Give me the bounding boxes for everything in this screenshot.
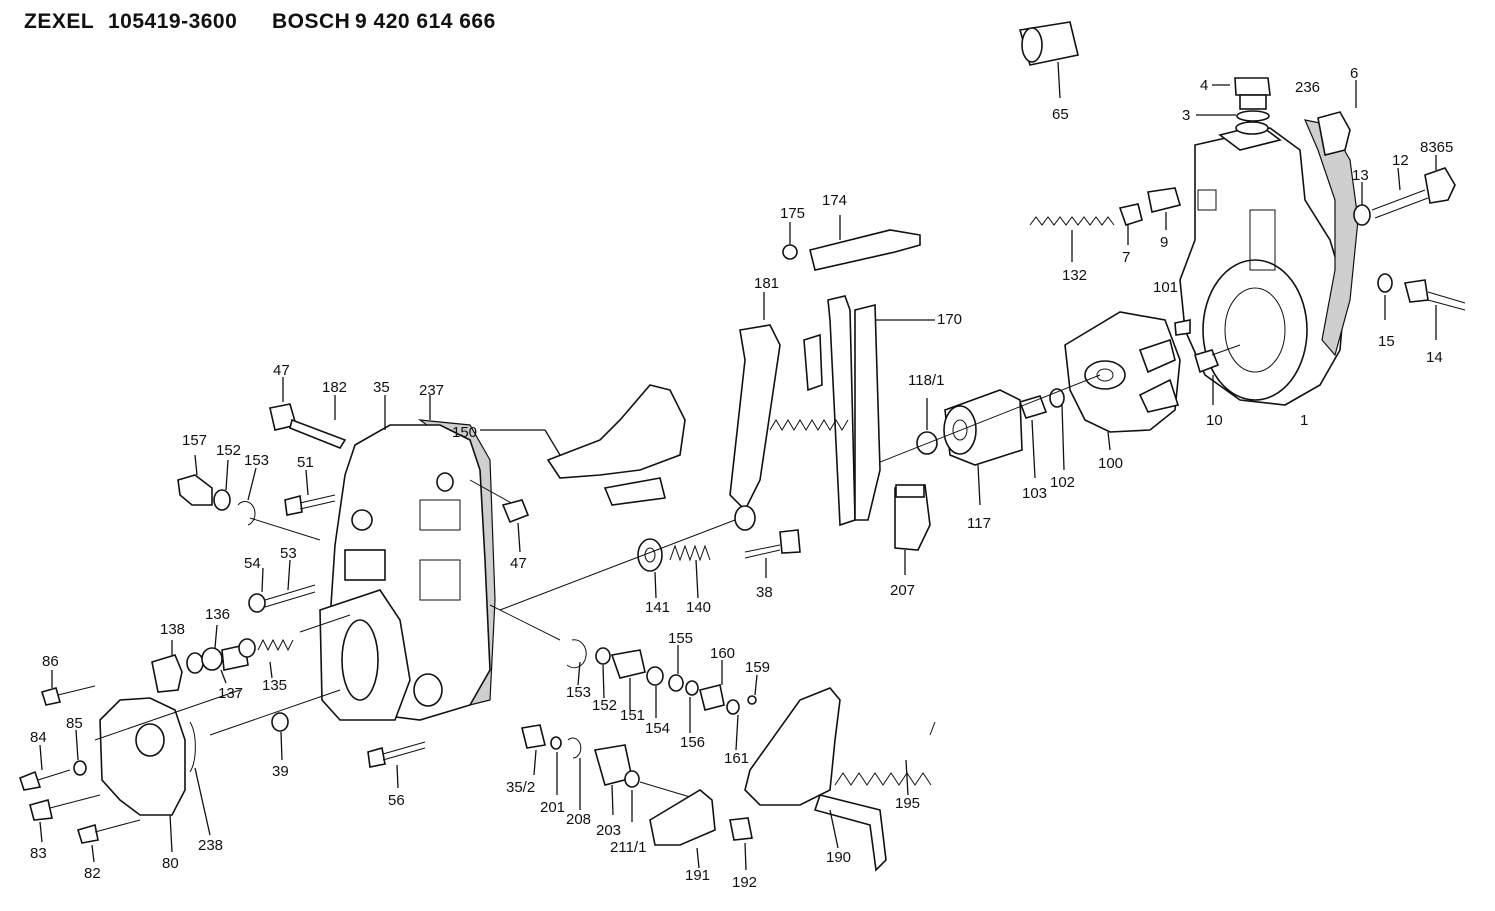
label-9: 9 (1160, 234, 1168, 251)
label-175: 175 (780, 205, 805, 222)
governor-housing-drawing (1179, 119, 1359, 406)
label-150: 150 (452, 424, 477, 441)
label-15: 15 (1378, 333, 1395, 350)
label-152-right: 152 (592, 697, 617, 714)
label-140: 140 (686, 599, 711, 616)
label-152-left: 152 (216, 442, 241, 459)
governor-cover-drawing (319, 395, 736, 721)
label-203: 203 (596, 822, 621, 839)
label-85: 85 (66, 715, 83, 732)
label-190: 190 (826, 849, 851, 866)
label-201: 201 (540, 799, 565, 816)
label-54: 54 (244, 555, 261, 572)
label-56: 56 (388, 792, 405, 809)
label-156: 156 (680, 734, 705, 751)
label-211-1: 211/1 (610, 839, 646, 856)
label-82: 82 (84, 865, 101, 882)
label-174: 174 (822, 192, 847, 209)
bosch-part-number: 9 420 614 666 (355, 10, 496, 33)
label-153-right: 153 (566, 684, 591, 701)
label-237: 237 (419, 382, 444, 399)
label-154: 154 (645, 720, 670, 737)
label-84: 84 (30, 729, 47, 746)
label-153-left: 153 (244, 452, 269, 469)
label-132: 132 (1062, 267, 1087, 284)
label-192: 192 (732, 874, 757, 891)
label-65: 65 (1052, 106, 1069, 123)
label-14: 14 (1426, 349, 1443, 366)
label-86: 86 (42, 653, 59, 670)
label-141: 141 (645, 599, 670, 616)
end-cover-drawing (19, 670, 426, 863)
label-53: 53 (280, 545, 297, 562)
label-103: 103 (1022, 485, 1047, 502)
label-51: 51 (297, 454, 314, 471)
label-238: 238 (198, 837, 223, 854)
label-35: 35 (373, 379, 390, 396)
label-159: 159 (745, 659, 770, 676)
label-38: 38 (756, 584, 773, 601)
label-208: 208 (566, 811, 591, 828)
small-parts-top-right (1018, 21, 1466, 405)
label-102: 102 (1050, 474, 1075, 491)
control-lever-drawing (480, 384, 686, 506)
label-10: 10 (1206, 412, 1223, 429)
label-13: 13 (1352, 167, 1369, 184)
label-83: 83 (30, 845, 47, 862)
label-35-2: 35/2 (506, 779, 535, 796)
label-7: 7 (1122, 249, 1130, 266)
small-parts-bottom (521, 639, 936, 872)
label-195: 195 (895, 795, 920, 812)
zexel-part-number: 105419-3600 (108, 10, 238, 33)
label-1: 1 (1300, 412, 1308, 429)
label-47-mid: 47 (510, 555, 527, 572)
label-135: 135 (262, 677, 287, 694)
label-136: 136 (205, 606, 230, 623)
label-100: 100 (1098, 455, 1123, 472)
label-191: 191 (685, 867, 710, 884)
label-47-top: 47 (273, 362, 290, 379)
label-236: 236 (1295, 79, 1320, 96)
label-160: 160 (710, 645, 735, 662)
label-6: 6 (1350, 65, 1358, 82)
label-4: 4 (1200, 77, 1208, 94)
flyweight-drawing (1064, 311, 1181, 451)
label-8365: 8365 (1420, 139, 1453, 156)
spring-parts-middle (637, 529, 801, 599)
label-39: 39 (272, 763, 289, 780)
label-161: 161 (724, 750, 749, 767)
part-labels: 65 4 3 236 6 8365 12 13 132 7 9 175 174 … (30, 65, 1453, 891)
label-12: 12 (1392, 152, 1409, 169)
label-170: 170 (937, 311, 962, 328)
label-181: 181 (754, 275, 779, 292)
small-parts-middle-right (859, 374, 1101, 575)
label-138: 138 (160, 621, 185, 638)
label-157: 157 (182, 432, 207, 449)
label-137: 137 (218, 685, 243, 702)
brand-bosch: BOSCH (272, 10, 351, 33)
label-155: 155 (668, 630, 693, 647)
label-101: 101 (1153, 279, 1178, 296)
label-182: 182 (322, 379, 347, 396)
label-117: 117 (967, 515, 991, 532)
label-151: 151 (620, 707, 645, 724)
lever-assembly-drawing (729, 215, 935, 531)
label-207: 207 (890, 582, 915, 599)
label-3: 3 (1182, 107, 1190, 124)
brand-zexel: ZEXEL (24, 10, 95, 33)
label-80: 80 (162, 855, 179, 872)
small-parts-left (151, 377, 530, 693)
label-118-1: 118/1 (908, 372, 944, 389)
